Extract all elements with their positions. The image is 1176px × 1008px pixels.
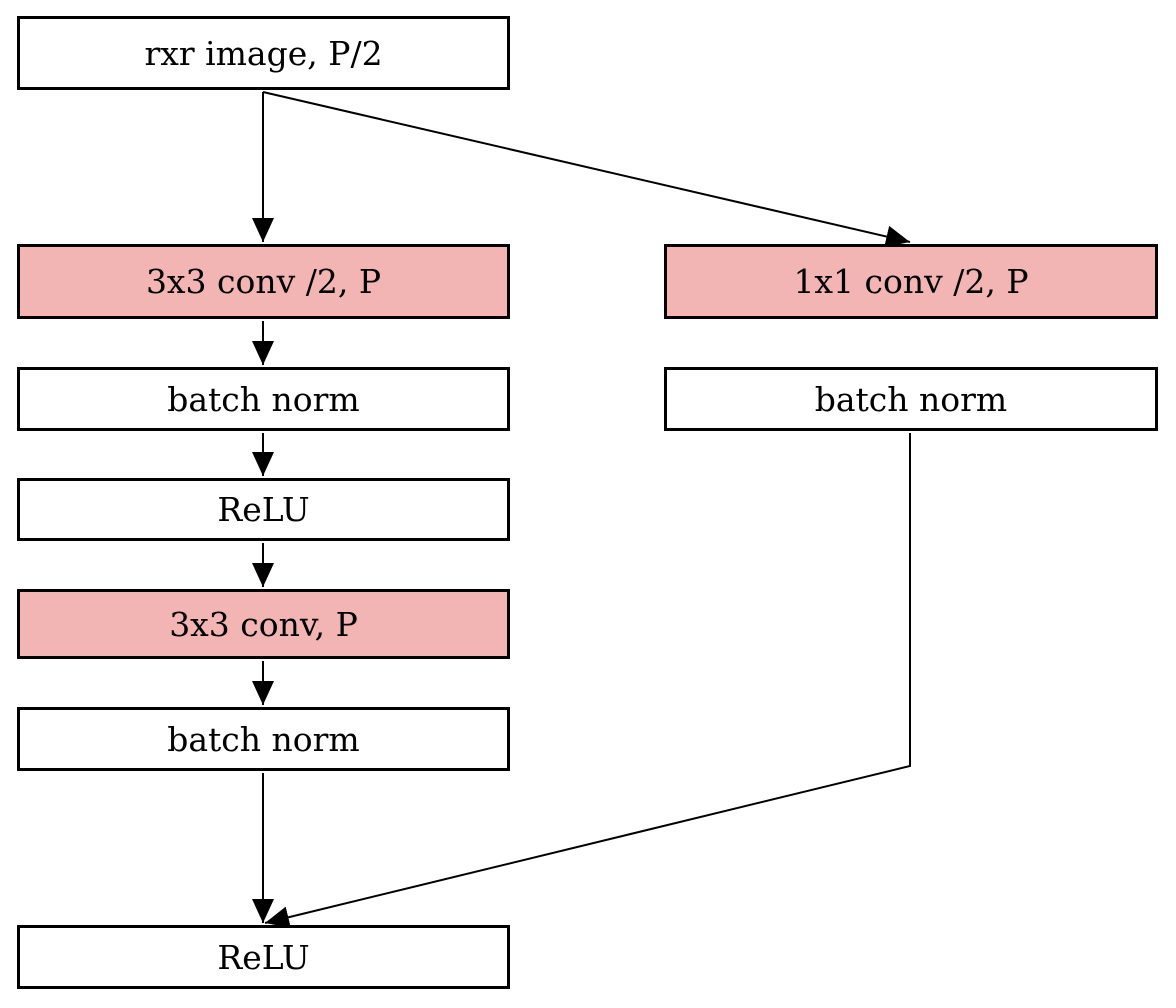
input-image-node: rxr image, P/2 (17, 16, 510, 90)
conv3x3-stride2-label: 3x3 conv /2, P (145, 262, 382, 301)
conv3x3-node: 3x3 conv, P (17, 589, 510, 659)
shortcut-conv1x1-label: 1x1 conv /2, P (793, 262, 1029, 301)
conv3x3-label: 3x3 conv, P (169, 604, 358, 644)
input-image-label: rxr image, P/2 (144, 33, 383, 73)
relu-1-node: ReLU (17, 478, 510, 541)
edge-shortcut-bn-to-relu-out (264, 433, 911, 929)
edge-input-to-shortcut-conv (262, 91, 911, 248)
batch-norm-1-label: batch norm (167, 379, 360, 419)
conv3x3-stride2-node: 3x3 conv /2, P (17, 244, 510, 319)
relu-output-node: ReLU (17, 925, 510, 989)
batch-norm-2-node: batch norm (17, 707, 510, 771)
relu-output-label: ReLU (217, 937, 310, 977)
batch-norm-2-label: batch norm (167, 719, 360, 759)
relu-1-label: ReLU (217, 490, 310, 529)
shortcut-conv1x1-node: 1x1 conv /2, P (664, 244, 1158, 319)
shortcut-batch-norm-node: batch norm (664, 367, 1158, 431)
shortcut-batch-norm-label: batch norm (814, 379, 1008, 419)
batch-norm-1-node: batch norm (17, 367, 510, 431)
